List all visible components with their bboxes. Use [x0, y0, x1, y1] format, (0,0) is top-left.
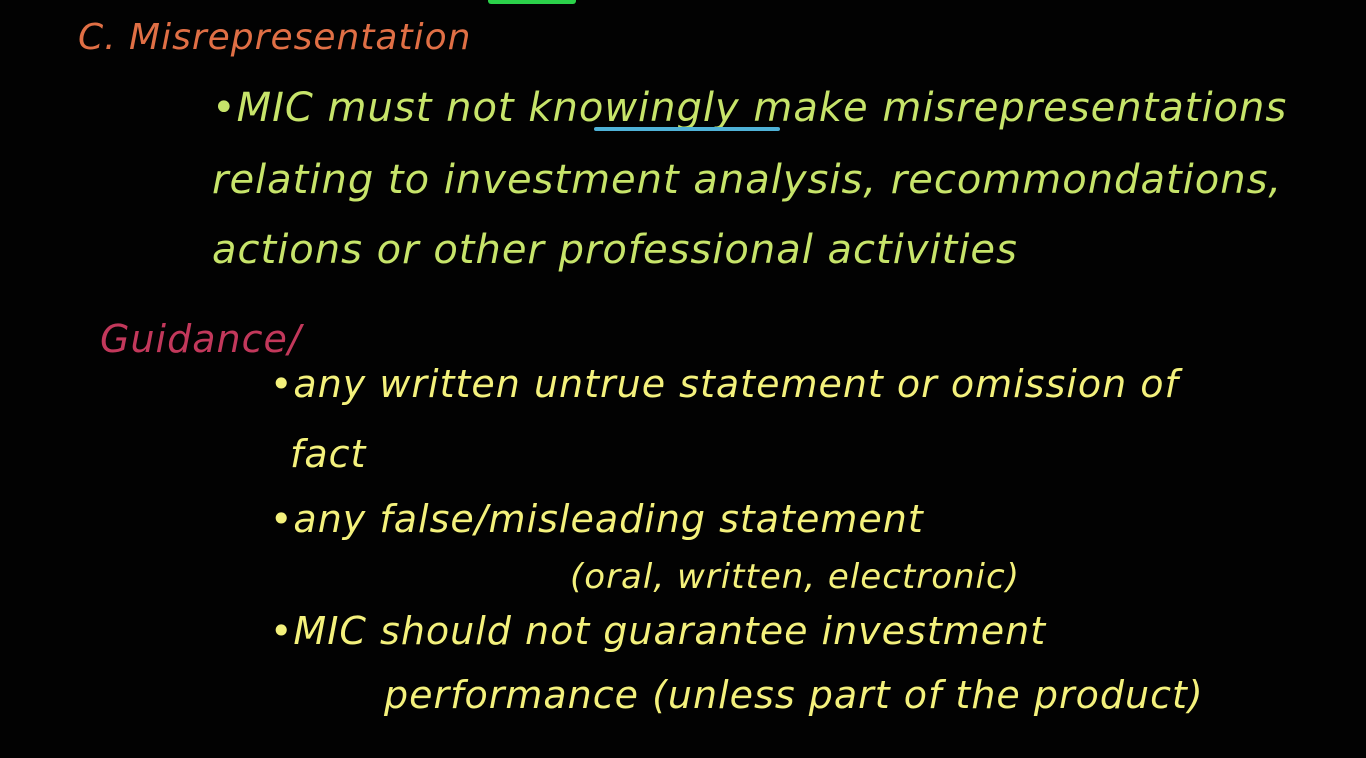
guidance-line-4: (oral, written, electronic)	[570, 557, 1020, 597]
guidance-line-5: •MIC should not guarantee investment	[270, 609, 1047, 653]
section-heading: C. Misrepresentation	[78, 17, 472, 58]
guidance-line-3: •any false/misleading statement	[270, 497, 924, 541]
guidance-line-2: fact	[290, 432, 367, 476]
standard-line-3: actions or other professional activities	[212, 227, 1018, 273]
top-green-tab	[488, 0, 576, 4]
standard-line-1: •MIC must not knowingly make misrepresen…	[212, 85, 1288, 131]
standard-line-2: relating to investment analysis, recommo…	[212, 157, 1283, 203]
guidance-line-1: •any written untrue statement or omissio…	[270, 362, 1179, 406]
guidance-line-6: performance (unless part of the product)	[384, 673, 1204, 717]
guidance-label: Guidance/	[100, 317, 302, 361]
knowingly-underline	[594, 127, 780, 131]
